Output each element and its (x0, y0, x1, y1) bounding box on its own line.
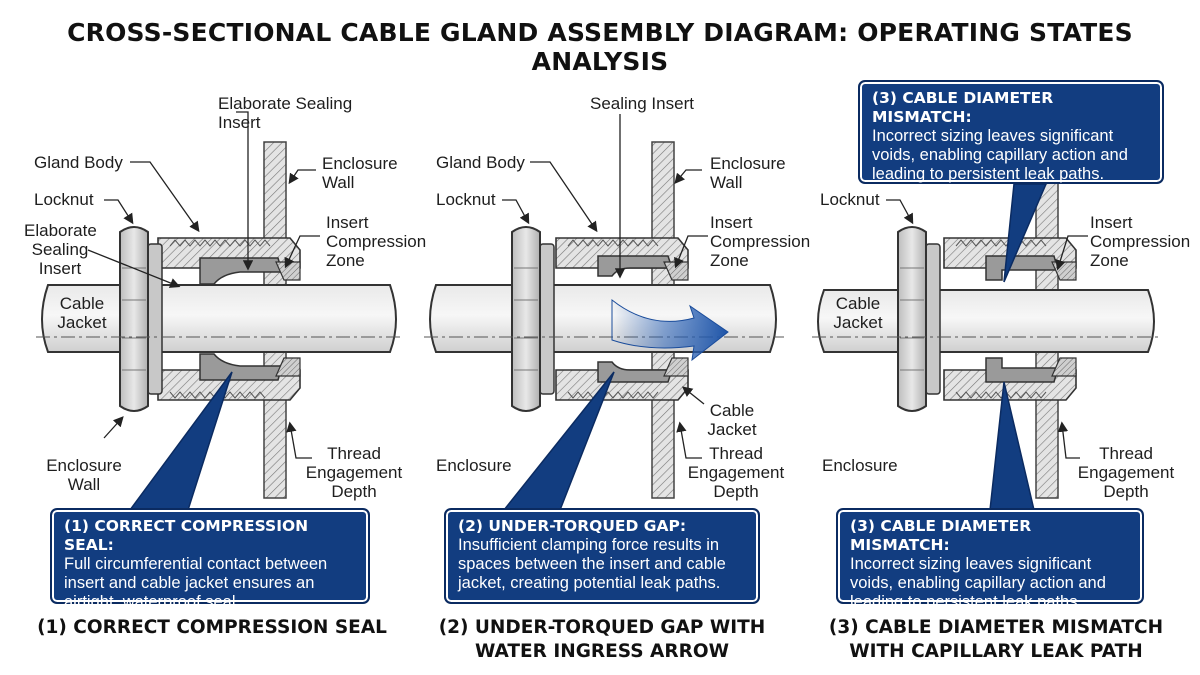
callout-pointer-top (1003, 183, 1048, 283)
diagram-title: CROSS-SECTIONAL CABLE GLAND ASSEMBLY DIA… (67, 18, 1133, 76)
water-ingress-arrow (611, 298, 729, 362)
label-thread-engagement-depth: Thread Engagement Depth (305, 444, 403, 501)
label-insert-compression-zone: Insert Compression Zone (710, 213, 811, 270)
label-insert-compression-zone: Insert Compression Zone (1090, 213, 1191, 270)
callout-heading: (3) CABLE DIAMETER MISMATCH: (850, 517, 1032, 554)
label-thread-engagement-depth: Thread Engagement Depth (687, 444, 785, 501)
callout-cable-diameter-mismatch: (3) CABLE DIAMETER MISMATCH: Incorrect s… (836, 508, 1144, 611)
callout-correct-compression: (1) CORRECT COMPRESSION SEAL: Full circu… (50, 508, 370, 611)
label-locknut: Locknut (820, 190, 880, 209)
label-enclosure-wall-top: Enclosure Wall (710, 154, 786, 192)
locknut (119, 226, 149, 412)
callout-body: Full circumferential contact between ins… (64, 555, 328, 611)
callout-body: Insufficient clamping force results in s… (458, 536, 726, 592)
panel-3-drawing (812, 141, 1160, 511)
callout-cable-diameter-mismatch-top: (3) CABLE DIAMETER MISMATCH: Incorrect s… (858, 80, 1164, 184)
label-cable-jacket: Cable Jacket (707, 401, 757, 439)
label-locknut: Locknut (34, 190, 94, 209)
label-sealing-insert: Sealing Insert (590, 94, 694, 113)
sealing-insert-top (199, 257, 283, 285)
locknut (897, 226, 927, 412)
callout-heading: (3) CABLE DIAMETER MISMATCH: (872, 89, 1054, 126)
label-elaborate-sealing-insert-top: Elaborate Sealing Insert (218, 94, 353, 132)
callout-under-torqued-gap: (2) UNDER-TORQUED GAP: Insufficient clam… (444, 508, 760, 604)
callout-heading: (2) UNDER-TORQUED GAP: (458, 517, 687, 535)
label-gland-body: Gland Body (34, 153, 123, 172)
label-locknut: Locknut (436, 190, 496, 209)
label-gland-body: Gland Body (436, 153, 525, 172)
panel-2-drawing (424, 114, 784, 511)
label-enclosure-bottom: Enclosure (436, 456, 512, 475)
label-enclosure-bottom: Enclosure (822, 456, 898, 475)
label-enclosure-wall-top: Enclosure Wall (322, 154, 398, 192)
callout-heading: (1) CORRECT COMPRESSION SEAL: (64, 517, 309, 554)
label-enclosure-wall-bottom: Enclosure Wall (46, 456, 122, 494)
locknut (511, 226, 541, 412)
panel-3-caption: (3) CABLE DIAMETER MISMATCH WITH CAPILLA… (828, 617, 1164, 662)
label-cable-jacket: Cable Jacket (833, 294, 883, 332)
label-thread-engagement-depth: Thread Engagement Depth (1077, 444, 1175, 501)
sealing-insert-top (985, 255, 1059, 281)
callout-body: Incorrect sizing leaves significant void… (872, 127, 1128, 183)
panel-1-drawing (36, 111, 402, 511)
callout-pointer (989, 381, 1035, 511)
panel-2-caption: (2) UNDER-TORQUED GAP WITH WATER INGRESS… (438, 617, 766, 662)
panel-1-caption: (1) CORRECT COMPRESSION SEAL (37, 617, 387, 638)
label-insert-compression-zone: Insert Compression Zone (326, 213, 427, 270)
callout-body: Incorrect sizing leaves significant void… (850, 555, 1106, 611)
cable (429, 284, 777, 353)
label-elaborate-sealing-insert-left: Elaborate Sealing Insert (24, 221, 97, 278)
label-cable-jacket: Cable Jacket (57, 294, 107, 332)
